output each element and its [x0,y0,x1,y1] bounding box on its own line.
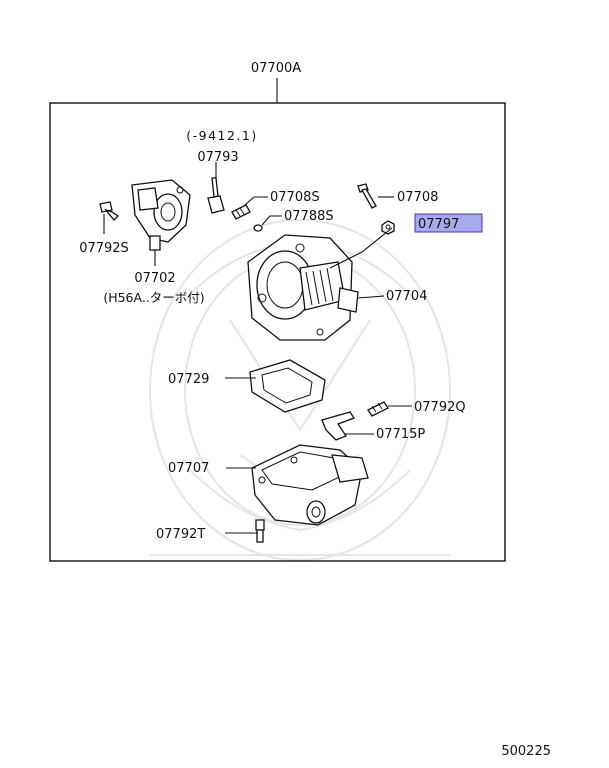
part-number-07792t[interactable]: 07792T [156,527,205,542]
throttle-sensor-drawing [131,179,191,251]
connector-clip-drawing [207,177,225,214]
part-number-07792s[interactable]: 07792S [79,241,129,256]
bolt-q-drawing [367,401,389,417]
leader-lines [103,162,412,534]
gasket-drawing [249,359,326,413]
small-bolt-drawing [99,201,120,221]
bolt-t-drawing [255,519,265,543]
footer-code: 500225 [501,744,551,759]
screw-drawing [231,204,251,220]
throttle-body-drawing [247,234,359,341]
part-number-07704[interactable]: 07704 [386,289,427,304]
bolt-drawing [357,183,377,209]
chamber-drawing [251,444,369,526]
assembly-label[interactable]: 07700A [251,61,301,76]
highlight-box [414,213,483,233]
part-number-07702[interactable]: 07702 [134,271,175,286]
part-number-07793[interactable]: 07793 [197,150,238,165]
part-number-07708s[interactable]: 07708S [270,190,320,205]
part-labels: 07793 07708S 07708 07788S 07797 07792S 0… [79,150,465,542]
date-note: (-9412.1) [186,128,258,143]
part-number-07707[interactable]: 07707 [168,461,209,476]
part-number-07788s[interactable]: 07788S [284,209,334,224]
nut-drawing [381,220,395,235]
part-number-07797[interactable]: 07797 [418,217,459,232]
o-ring-drawing [253,224,263,232]
model-note: (H56A..ターボ付) [103,290,204,305]
part-number-07715p[interactable]: 07715P [376,427,425,442]
bracket-drawing [321,411,355,441]
part-number-07729[interactable]: 07729 [168,372,209,387]
part-number-07708[interactable]: 07708 [397,190,438,205]
part-number-07792q[interactable]: 07792Q [414,400,466,415]
